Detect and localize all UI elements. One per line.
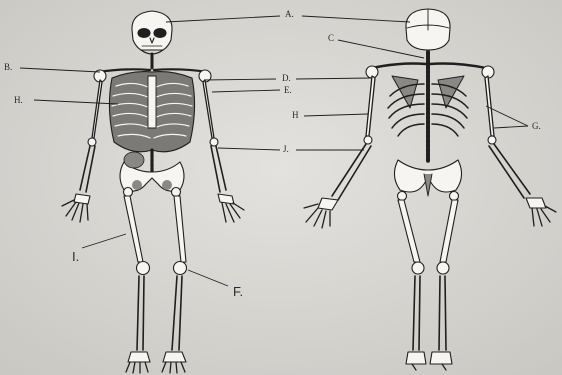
back-skull	[406, 9, 450, 50]
label-I: I.	[72, 250, 79, 263]
label-H-back: H	[292, 111, 299, 120]
label-G: G.	[532, 122, 541, 131]
label-F: F.	[233, 285, 243, 298]
front-skull	[132, 11, 172, 54]
label-D: D.	[282, 74, 291, 83]
label-A: A.	[285, 10, 294, 19]
label-E: E.	[284, 86, 292, 95]
label-B: B.	[4, 63, 12, 72]
label-H-front: H.	[14, 96, 23, 105]
front-ribcage	[109, 72, 194, 152]
label-J: J.	[283, 145, 289, 154]
label-C: C	[328, 34, 334, 43]
